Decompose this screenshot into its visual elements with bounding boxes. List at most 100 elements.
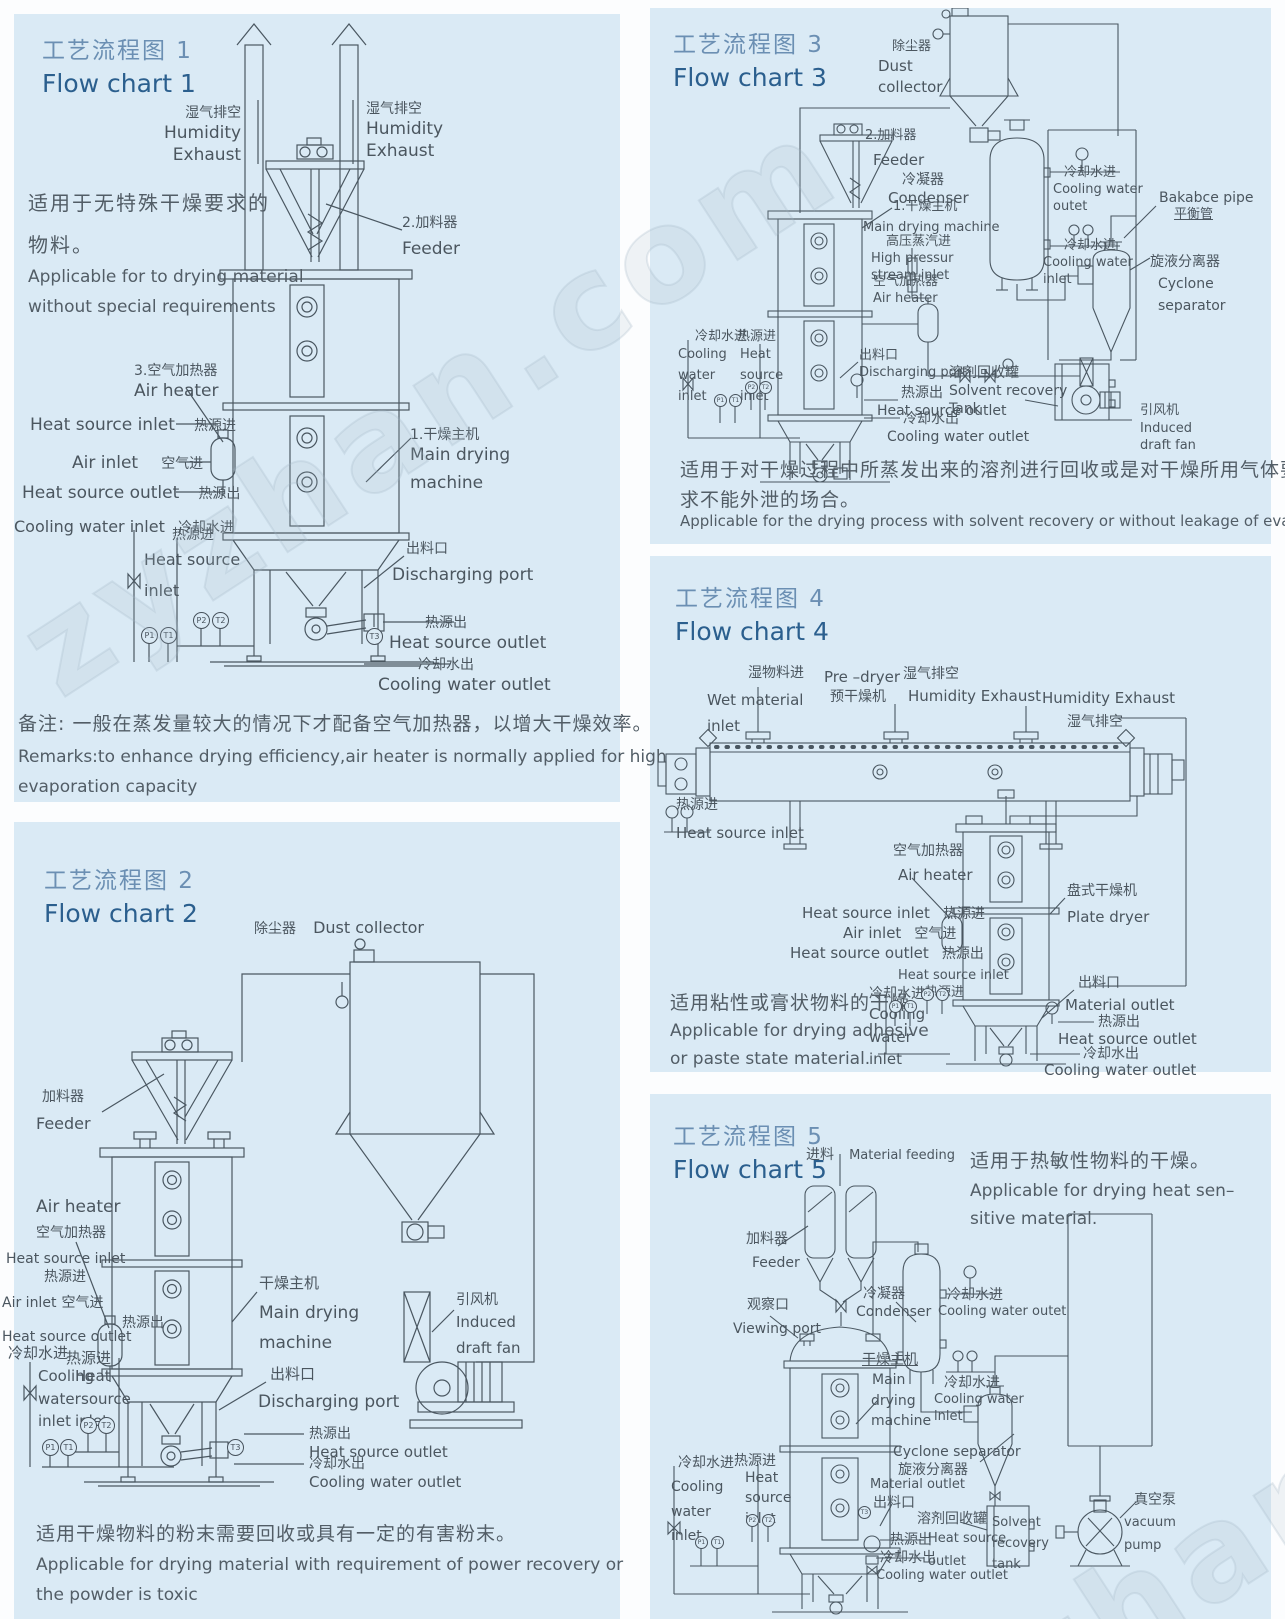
panel-flow-chart-2: 工艺流程图 2 Flow chart 2 除尘器 Dust collector …: [2, 822, 624, 1619]
title-zh: 工艺流程图 5: [673, 1124, 824, 1150]
desc-line: 物料。: [28, 233, 94, 257]
gauge-p2: P2: [193, 612, 210, 629]
desc-zh: 适用于热敏性物料的干燥。: [970, 1150, 1211, 1172]
remarks-en: Remarks:to enhance drying efficiency,air…: [18, 747, 667, 767]
label-heat-source-outlet-zh: 热源出: [890, 1532, 932, 1548]
title-zh: 工艺流程图 2: [44, 868, 195, 894]
label-heat-source-outlet-en: Heat source outlet: [2, 1329, 132, 1345]
flow-diagram-5-art: [667, 1154, 1153, 1615]
gauge-t3: T3: [366, 628, 383, 645]
label-condenser: 冷凝器 Condenser: [856, 1286, 932, 1321]
label-heat-source-inlet-zh: 热源进: [734, 1453, 776, 1469]
label-cooling-water-outlet-top: 冷却水进 Cooling water outet: [938, 1287, 1067, 1320]
page-title-4: 工艺流程图 4 Flow chart 4: [675, 584, 829, 649]
label-cooling-water-outlet-en: Cooling water outlet: [1044, 1061, 1197, 1079]
flow-diagram-4-art: [657, 687, 1187, 1067]
label-cooling-water-outlet-zh: 冷却水出: [880, 1550, 936, 1566]
label-heat-source-inlet-zh: 热源进: [737, 329, 777, 344]
label-main-drying-machine: 干燥主机 Main drying machine: [862, 1352, 932, 1429]
title-zh: 工艺流程图 1: [42, 38, 193, 64]
label-heat-source-outlet-en: Heat source outlet: [928, 1531, 1007, 1569]
desc-line: 适用于无特殊干燥要求的: [28, 191, 270, 215]
flow-diagram-2-art: [23, 938, 535, 1487]
desc-en: Applicable for drying material with requ…: [36, 1555, 624, 1575]
label-viewing-port: 观察口 Viewing port: [733, 1297, 822, 1338]
title-en: Flow chart 3: [673, 63, 827, 93]
gauge-t2: T2: [936, 988, 949, 1001]
label-humidity-exhaust-right: 湿气排空 Humidity Exhaust: [366, 101, 444, 162]
desc-zh: 适用粘性或膏状物料的干燥。: [670, 992, 931, 1014]
page-title-5: 工艺流程图 5 Flow chart 5: [673, 1122, 827, 1187]
label-wet-material-inlet-zh: 湿物料进: [748, 665, 804, 681]
panel-flow-chart-4: 工艺流程图 4 Flow chart 4 湿物料进 Wet material i…: [650, 556, 1271, 1079]
label-humidity-exhaust-left: 湿气排空 Humidity Exhaust: [164, 105, 242, 166]
label-heat-source-outlet-2-en: Heat source outlet: [1058, 1030, 1197, 1048]
gauge-t1: T1: [904, 1000, 917, 1013]
label-feeder: 加料器 Feeder: [36, 1089, 91, 1134]
label-heat-source-outlet-2: 热源出 Heat source outlet: [389, 615, 547, 654]
label-heat-source-outlet-2: 热源出 Heat source outlet: [309, 1426, 448, 1462]
desc-en: the powder is toxic: [36, 1585, 198, 1605]
desc-en: sitive material.: [970, 1209, 1098, 1229]
label-air-heater: Air heater 空气加热器: [36, 1197, 121, 1242]
label-cooling-water-inlet-zh: 冷却水进: [678, 1455, 734, 1471]
label-discharging-port: 出料口 Discharging port: [392, 541, 534, 586]
label-cooling-water-inlet: Cooling water inlet 冷却水进: [14, 517, 234, 536]
label-feeder: 加料器 Feeder: [746, 1231, 800, 1272]
label-heat-source-inlet-left: 热源进 Heat source inlet: [676, 797, 804, 843]
label-humidity-exhaust-mid: 湿气排空 Humidity Exhaust: [903, 666, 1042, 706]
desc-zh: 适用于对干燥过程中所蒸发出来的溶剂进行回收或是对干燥所用气体要: [680, 459, 1285, 481]
label-cooling-water-outlet: 冷却水出 Cooling water outlet: [378, 657, 551, 696]
title-zh: 工艺流程图 4: [675, 586, 826, 612]
label-dust-collector: 除尘器 Dust collector: [254, 918, 425, 937]
desc-zh: 适用干燥物料的粉末需要回收或具有一定的有害粉末。: [36, 1523, 517, 1545]
label-humidity-exhaust-right: Humidity Exhaust 湿气排空: [1042, 689, 1176, 730]
desc-en: or paste state material.: [670, 1049, 871, 1069]
label-feeder: 2.加料器 Feeder: [402, 215, 461, 260]
label-solvent-recovery-en: Solvent recovery tank: [992, 1515, 1049, 1572]
remarks-en: evaporation capacity: [18, 777, 198, 797]
label-feeder: 2.加料器 Feeder: [865, 128, 925, 169]
label-cooling-water-inlet-en: Cooling water inlet: [38, 1367, 95, 1430]
label-heat-source-inlet-2-en: Heat source inlet: [144, 550, 241, 600]
label-discharging-port: 出料口 Discharging port: [258, 1365, 400, 1412]
desc-line: without special requirements: [28, 297, 276, 317]
gauge-t1: T1: [711, 1536, 724, 1549]
panel-flow-chart-5: 工艺流程图 5 Flow chart 5 进料 Material feeding…: [650, 1094, 1271, 1619]
label-material-feeding: 进料 Material feeding: [806, 1147, 955, 1163]
title-en: Flow chart 4: [675, 617, 829, 647]
panel-flow-chart-3: 工艺流程图 3 Flow chart 3 除尘器 Dust collector …: [650, 8, 1285, 544]
label-heat-source-inlet: Heat source inlet 热源进: [30, 415, 237, 435]
desc-en: Applicable for drying adhesive: [670, 1021, 929, 1041]
label-air-inlet: Air inlet 空气进: [2, 1295, 104, 1311]
label-heat-source-outlet-2-zh: 热源出: [1098, 1014, 1140, 1030]
gauge-t2: T2: [98, 1417, 115, 1434]
label-cooling-water-inlet-zh: 冷却水进: [8, 1344, 69, 1362]
label-main-drying-machine: 1.干燥主机 Main drying machine: [410, 427, 511, 494]
label-cooling-water-inlet-zh: 冷却水进: [695, 329, 748, 344]
label-discharging-port: 出料口 Discharging port: [859, 348, 967, 380]
page-title-3: 工艺流程图 3 Flow chart 3: [673, 30, 827, 95]
label-heat-source-inlet: Heat source inlet 热源进: [802, 904, 985, 922]
desc-zh: 求不能外泄的场合。: [680, 489, 861, 511]
gauge-t1: T1: [160, 627, 177, 644]
label-solvent-recovery-zh: 溶剂回收罐: [917, 1511, 987, 1527]
label-heat-source-inlet-2-zh: 热源进: [172, 527, 214, 543]
label-heat-source-inlet-en: Heat source inlet: [740, 347, 784, 404]
gauge-t2: T2: [212, 612, 229, 629]
gauge-p1: P1: [695, 1536, 708, 1549]
label-main-drying-machine: 1.干燥主机 Main drying machine: [863, 199, 1000, 235]
label-cyclone-separator: 旋液分离器 Cyclone separator: [1150, 254, 1226, 315]
label-material-outlet: Material outlet 出料口: [870, 1477, 965, 1511]
gauge-t3: T3: [858, 1506, 871, 1519]
title-en: Flow chart 5: [673, 1155, 827, 1185]
label-cooling-water-outlet: 冷却水出 Cooling water outlet: [887, 411, 1030, 446]
gauge-p1: P1: [889, 1000, 902, 1013]
gauge-p2: P2: [745, 381, 758, 394]
panel-flow-chart-1: 工艺流程图 1 Flow chart 1 适用于无特殊干燥要求的 物料。 App…: [14, 14, 667, 802]
label-condenser: 冷凝器 Condenser: [888, 172, 969, 208]
label-cooling-water-outlet-en: Cooling water outlet: [876, 1568, 1008, 1583]
label-dust-collector: 除尘器 Dust collector: [878, 39, 943, 97]
label-cooling-water-inlet-mid: 冷却水进 Cooling water inlet: [1043, 238, 1133, 287]
